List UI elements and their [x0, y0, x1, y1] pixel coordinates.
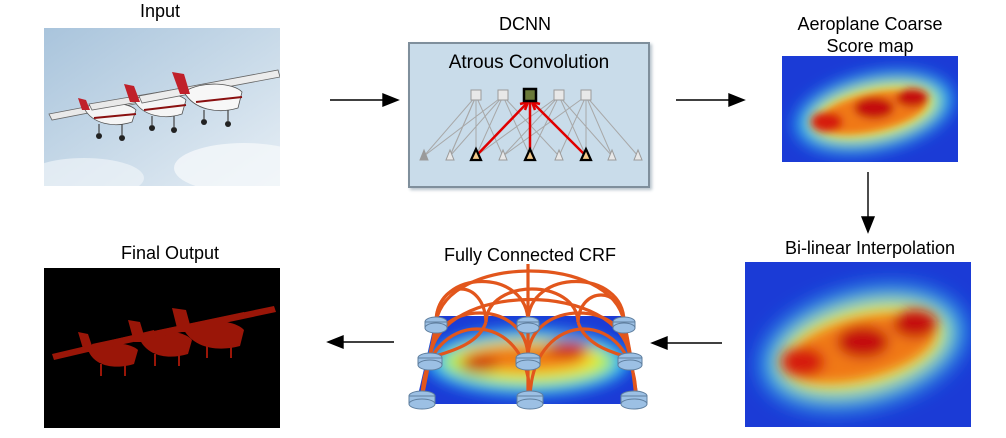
- coarse-score-map: [782, 56, 958, 162]
- plane-3: [138, 69, 280, 127]
- crf-nodes: [408, 316, 648, 410]
- heatmap: [745, 262, 971, 427]
- input-photo: [44, 28, 280, 186]
- final-output: [44, 268, 280, 428]
- arrow-left-icon: [326, 334, 394, 350]
- heatmap: [782, 56, 958, 162]
- arrow-down-icon: [860, 172, 876, 234]
- crf-label: Fully Connected CRF: [443, 245, 617, 265]
- output-label: Final Output: [120, 243, 220, 263]
- bilinear-label: Bi-linear Interpolation: [784, 238, 956, 258]
- arrow-left-icon: [650, 335, 722, 351]
- arrow-right-icon: [330, 92, 400, 108]
- coarse-label-line2: Score map: [826, 36, 914, 56]
- dcnn-label: DCNN: [499, 14, 551, 34]
- dcnn-box: Atrous Convolution: [408, 42, 650, 188]
- crf-graph: [408, 264, 648, 410]
- input-label: Input: [139, 1, 181, 21]
- crf-panel: [408, 258, 648, 430]
- coarse-label-line1: Aeroplane Coarse: [797, 14, 943, 34]
- atrous-label: Atrous Convolution: [448, 52, 610, 73]
- atrous-conv-graph: [419, 87, 643, 162]
- bilinear-map: [745, 262, 971, 427]
- arrow-right-icon: [676, 92, 746, 108]
- segmentation-mask: [52, 306, 276, 376]
- airplane-photo: [44, 28, 280, 186]
